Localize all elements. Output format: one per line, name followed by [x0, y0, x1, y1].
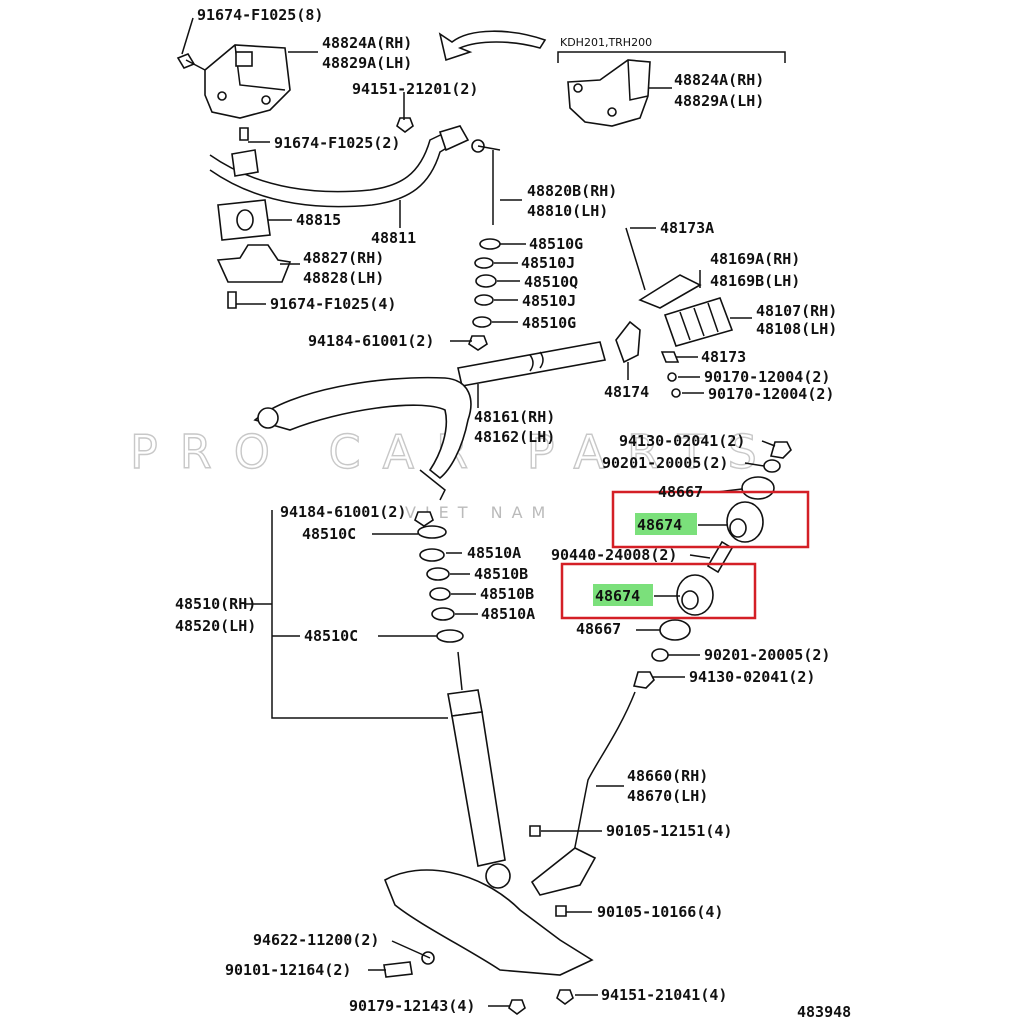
part-48169-icon	[638, 274, 702, 309]
leader-lines	[181, 17, 776, 1007]
label-94622-11200: 94622-11200(2)	[253, 931, 379, 949]
label-48510G-1: 48510G	[529, 235, 583, 253]
highlight-upper	[635, 513, 697, 535]
label-94151-21201: 94151-21201(2)	[352, 80, 478, 98]
nut-icon	[396, 117, 414, 133]
label-48820B-rh: 48820B(RH)	[527, 182, 617, 200]
label-48510G-2: 48510G	[522, 314, 576, 332]
label-48824A-rh-variant: 48824A(RH)	[674, 71, 764, 89]
label-48674-upper: 48674	[637, 516, 682, 534]
variant-label: KDH201,TRH200	[560, 36, 652, 49]
bracket-48827-icon	[216, 244, 292, 283]
label-48108-lh: 48108(LH)	[756, 320, 837, 338]
part-48174-icon	[615, 320, 641, 364]
diagram-id: 483948	[797, 1003, 851, 1021]
label-48667-upper: 48667	[658, 483, 703, 501]
variant-bracket-drawing	[567, 59, 651, 127]
label-48510Q: 48510Q	[524, 273, 578, 291]
stabilizer-bracket-drawing	[176, 44, 291, 119]
lower-control-arm	[383, 869, 594, 976]
label-48674-lower: 48674	[595, 587, 640, 605]
label-94184-61001-upper: 94184-61001(2)	[308, 332, 434, 350]
label-48174: 48174	[604, 383, 649, 401]
label-90179-12143: 90179-12143(4)	[349, 997, 475, 1015]
bolt-48173A	[625, 227, 646, 291]
label-94130-02041-lower: 94130-02041(2)	[689, 668, 815, 686]
label-90170-12004-1: 90170-12004(2)	[704, 368, 830, 386]
label-48510B-lower: 48510B	[480, 585, 534, 603]
label-48162-lh: 48162(LH)	[474, 428, 555, 446]
shock-group-bracket	[271, 510, 448, 719]
label-48670-lh: 48670(LH)	[627, 787, 708, 805]
label-48660-rh: 48660(RH)	[627, 767, 708, 785]
label-48810-lh: 48810(LH)	[527, 202, 608, 220]
label-90201-20005-upper: 90201-20005(2)	[602, 454, 728, 472]
strut-rod	[569, 691, 636, 871]
label-94151-21041: 94151-21041(4)	[601, 986, 727, 1004]
red-box-upper	[611, 490, 810, 549]
label-94184-61001-lower: 94184-61001(2)	[280, 503, 406, 521]
label-94130-02041-upper: 94130-02041(2)	[619, 432, 745, 450]
bolt-icon	[239, 127, 249, 141]
label-90101-12164: 90101-12164(2)	[225, 961, 351, 979]
torsion-bar	[457, 341, 607, 387]
label-48169A-rh: 48169A(RH)	[710, 250, 800, 268]
label-48815: 48815	[296, 211, 341, 229]
label-48510A-lower: 48510A	[481, 605, 535, 623]
label-48510C-lower: 48510C	[304, 627, 358, 645]
label-48827-rh: 48827(RH)	[303, 249, 384, 267]
label-91674-F1025-4: 91674-F1025(4)	[270, 295, 396, 313]
label-48520-lh: 48520(LH)	[175, 617, 256, 635]
label-48173: 48173	[701, 348, 746, 366]
label-48811: 48811	[371, 229, 416, 247]
label-48510C-upper: 48510C	[302, 525, 356, 543]
label-48173A: 48173A	[660, 219, 714, 237]
label-48510B-upper: 48510B	[474, 565, 528, 583]
label-48510-rh: 48510(RH)	[175, 595, 256, 613]
variant-arrow	[438, 30, 547, 62]
label-48510A-upper: 48510A	[467, 544, 521, 562]
label-48829A-lh: 48829A(LH)	[322, 54, 412, 72]
washer-stack-upper	[468, 238, 501, 351]
washer-stack-lower	[414, 511, 464, 643]
stabilizer-bar	[209, 127, 456, 193]
label-48161-rh: 48161(RH)	[474, 408, 555, 426]
label-48510J-1: 48510J	[521, 254, 575, 272]
nut-94130-icon	[769, 441, 792, 459]
red-box-lower	[560, 562, 757, 620]
shock-absorber	[451, 711, 506, 867]
label-48169B-lh: 48169B(LH)	[710, 272, 800, 290]
label-48667-lower: 48667	[576, 620, 621, 638]
label-48107-rh: 48107(RH)	[756, 302, 837, 320]
label-90201-20005-lower: 90201-20005(2)	[704, 646, 830, 664]
label-90105-10166: 90105-10166(4)	[597, 903, 723, 921]
upper-control-arm	[253, 376, 472, 480]
label-91674-F1025-2: 91674-F1025(2)	[274, 134, 400, 152]
watermark-sub: VIET NAM	[405, 503, 554, 522]
label-48510J-2: 48510J	[522, 292, 576, 310]
label-48829A-lh-variant: 48829A(LH)	[674, 92, 764, 110]
label-90105-12151: 90105-12151(4)	[606, 822, 732, 840]
label-90170-12004-2: 90170-12004(2)	[708, 385, 834, 403]
label-91674-F1025-8: 91674-F1025(8)	[197, 6, 323, 24]
label-48824A-rh: 48824A(RH)	[322, 34, 412, 52]
label-48828-lh: 48828(LH)	[303, 269, 384, 287]
highlight-lower	[593, 584, 653, 606]
variant-bracket-line	[557, 51, 786, 63]
label-90440-24008: 90440-24008(2)	[551, 546, 677, 564]
